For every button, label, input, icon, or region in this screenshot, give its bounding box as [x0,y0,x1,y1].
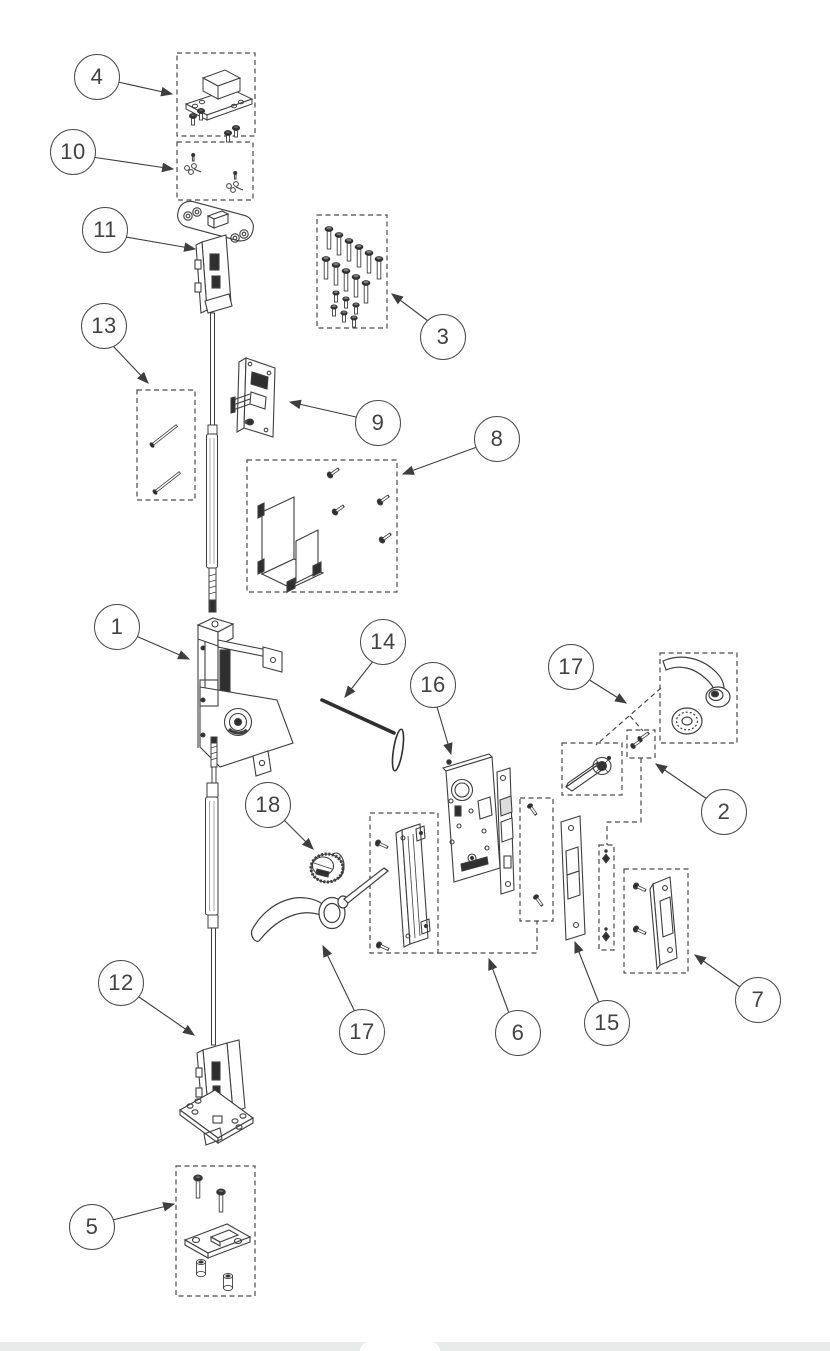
part-upper-rod [206,312,218,613]
part-connecting-pins [148,422,183,496]
box-pins-10 [176,141,254,201]
part-mounting-bracket [257,465,394,593]
part-lock-screws [525,801,546,908]
callout-8: 8 [474,416,520,462]
box-screw-pack-3 [316,214,388,329]
callout-16: 16 [410,662,456,708]
part-lever-outside [662,656,731,735]
dashed-boxes [136,52,738,1297]
callout-6: 6 [495,1010,541,1056]
box-top-strike [176,52,256,137]
callout-17-inside: 17 [339,1009,385,1055]
part-top-latch-assembly [177,200,254,314]
connector-lever-spindle [595,687,662,746]
callout-7: 7 [735,977,781,1023]
callout-2: 2 [701,789,747,835]
box-faceplate-screws [598,844,615,951]
part-spindle-cam [565,755,612,792]
box-rod-cover-6 [369,812,439,954]
part-mortise-cylinder [309,852,345,884]
part-mortise-lock [441,753,515,895]
connector-rod-cover [438,921,538,954]
callout-4: 4 [74,54,120,100]
callout-12: 12 [98,960,144,1006]
callout-10: 10 [50,129,96,175]
part-screw-pack [321,225,384,328]
callout-17-outside: 17 [548,644,594,690]
box-strike-7 [623,868,689,974]
callout-9: 9 [355,400,401,446]
part-rod-cover [373,823,431,953]
connector-screws [629,715,644,732]
connector-trim [606,758,642,845]
part-center-case [196,617,294,777]
box-bracket-8 [246,459,398,593]
part-floor-strike [183,1174,252,1292]
callout-1: 1 [94,604,140,650]
callout-11: 11 [82,207,128,253]
box-pins-13 [136,389,196,501]
part-top-strike-plate [184,69,254,143]
part-lower-rod [205,736,219,1046]
callout-15: 15 [584,1000,630,1046]
box-floor-strike-5 [175,1165,256,1297]
callout-18: 18 [245,782,291,828]
callout-13: 13 [81,303,127,349]
box-lock-screws-6 [519,797,554,922]
part-faceplate [560,815,586,941]
part-trim-screws [628,729,651,751]
bottom-bar-notch [360,1342,440,1351]
part-strike-plate [631,876,678,971]
part-guide-pins [184,152,244,193]
box-spindle [561,742,623,796]
leader-lines [91,81,741,1221]
part-bottom-latch-assembly [178,1039,255,1146]
box-lever-17 [659,652,738,744]
part-aux-latch-module [230,357,276,438]
part-lever-inside [250,867,389,942]
part-hex-wrench [320,698,405,772]
callout-14: 14 [360,619,406,665]
callout-5: 5 [69,1204,115,1250]
part-faceplate-screws [601,849,611,942]
callout-3: 3 [420,314,466,360]
